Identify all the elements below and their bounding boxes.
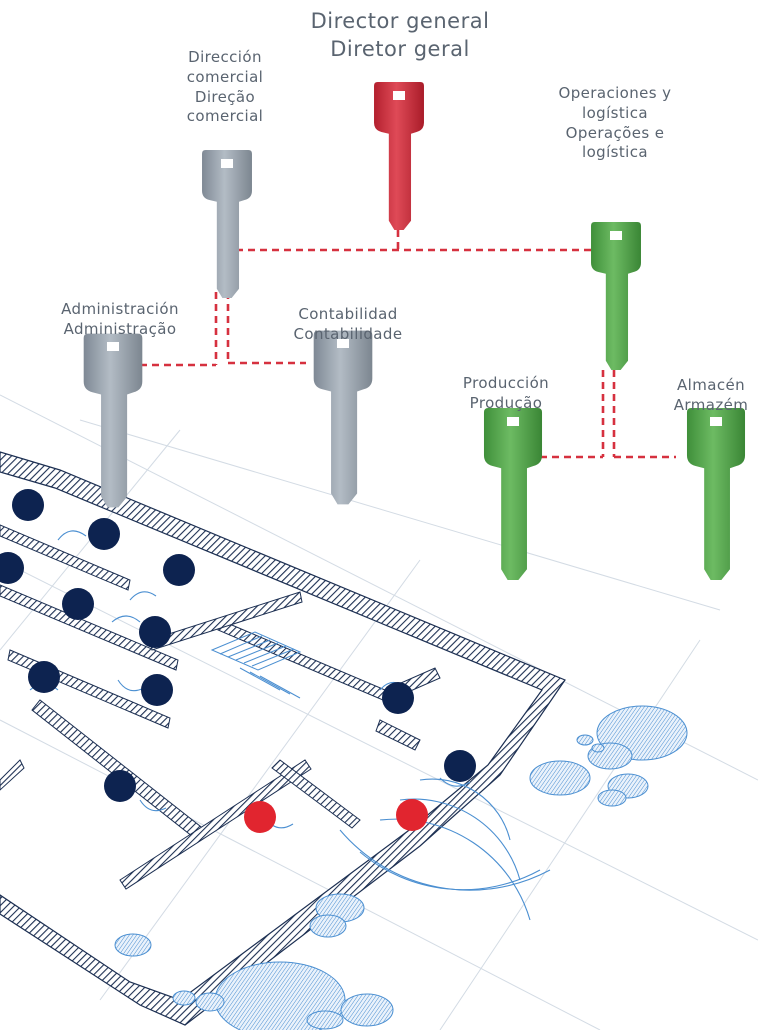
door-swings <box>29 530 551 921</box>
stairs <box>210 631 302 699</box>
label-line: Administración <box>61 300 179 318</box>
floor-plan <box>0 394 758 1030</box>
label-direccion-comercial: Dirección comercial Direção comercial <box>160 48 290 127</box>
label-line: Producción <box>462 374 550 392</box>
interior-walls <box>0 524 441 890</box>
label-line: comercial <box>186 107 264 126</box>
label-line: Administração <box>63 319 177 338</box>
label-director-general: Director general Diretor geral <box>300 8 500 63</box>
label-line: Director general <box>310 9 490 33</box>
key-icon <box>686 408 746 580</box>
key-icon <box>483 408 543 580</box>
keys <box>83 82 746 580</box>
door-dot-icon <box>139 616 171 648</box>
label-operaciones-logistica: Operaciones y logística Operações e logí… <box>535 84 695 163</box>
label-line: Produção <box>469 393 543 412</box>
door-dot-icon <box>396 799 428 831</box>
door-dot-icon <box>88 518 120 550</box>
door-dot-icon <box>382 682 414 714</box>
label-line: Operaciones y <box>558 84 672 102</box>
door-dot-icon <box>0 552 24 584</box>
key-icon <box>83 333 143 508</box>
label-line: Operações e <box>565 123 665 142</box>
label-line: Contabilidad <box>298 305 398 323</box>
door-dot-icon <box>444 750 476 782</box>
door-dot-icon <box>163 554 195 586</box>
label-produccion: Producción Produção <box>448 374 564 414</box>
label-line: Direção <box>194 87 256 106</box>
door-points <box>0 489 476 833</box>
door-dot-icon <box>28 661 60 693</box>
door-dot-icon <box>141 674 173 706</box>
label-line: Diretor geral <box>330 36 470 61</box>
label-line: Contabilidade <box>293 324 403 343</box>
landscape-shrubs <box>114 705 688 1030</box>
label-line: logística <box>582 103 648 122</box>
label-line: Almacén <box>676 376 745 394</box>
label-line: Armazém <box>673 395 749 414</box>
label-contabilidad: Contabilidad Contabilidade <box>278 305 418 345</box>
door-dot-icon <box>104 770 136 802</box>
label-line: Dirección <box>188 48 262 66</box>
label-almacen: Almacén Armazém <box>664 376 758 416</box>
key-icon <box>313 330 373 505</box>
key-icon <box>591 222 641 370</box>
label-line: comercial <box>186 67 264 86</box>
key-icon <box>202 150 252 298</box>
key-icon <box>374 82 424 230</box>
outer-wall <box>0 451 566 1026</box>
door-dot-icon <box>62 588 94 620</box>
door-dot-icon <box>12 489 44 521</box>
label-line: logística <box>582 143 648 162</box>
door-dot-icon <box>244 801 276 833</box>
label-administracion: Administración Administração <box>40 300 200 340</box>
hierarchy-connectors <box>140 230 676 459</box>
